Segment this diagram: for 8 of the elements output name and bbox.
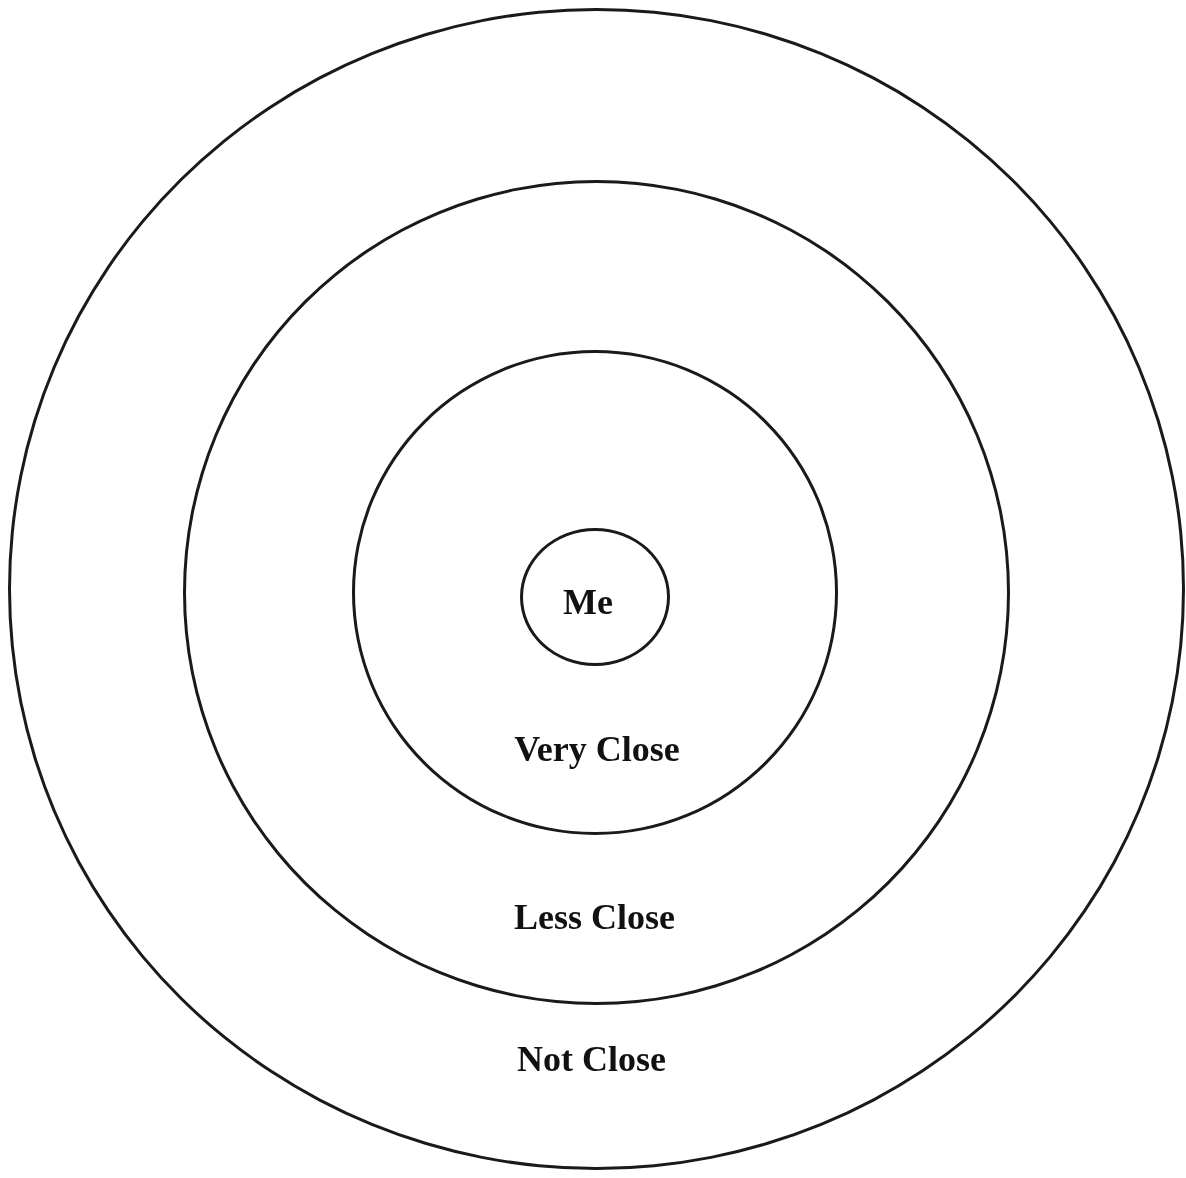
ring-label: Not Close (516, 1040, 667, 1080)
circle-ring (520, 528, 670, 666)
ring-label: Me (562, 583, 614, 623)
ring-label: Very Close (513, 730, 681, 770)
circle-ring (183, 180, 1010, 1005)
circle-ring (8, 8, 1185, 1170)
circle-ring (352, 350, 838, 835)
ring-label: Less Close (513, 898, 676, 938)
